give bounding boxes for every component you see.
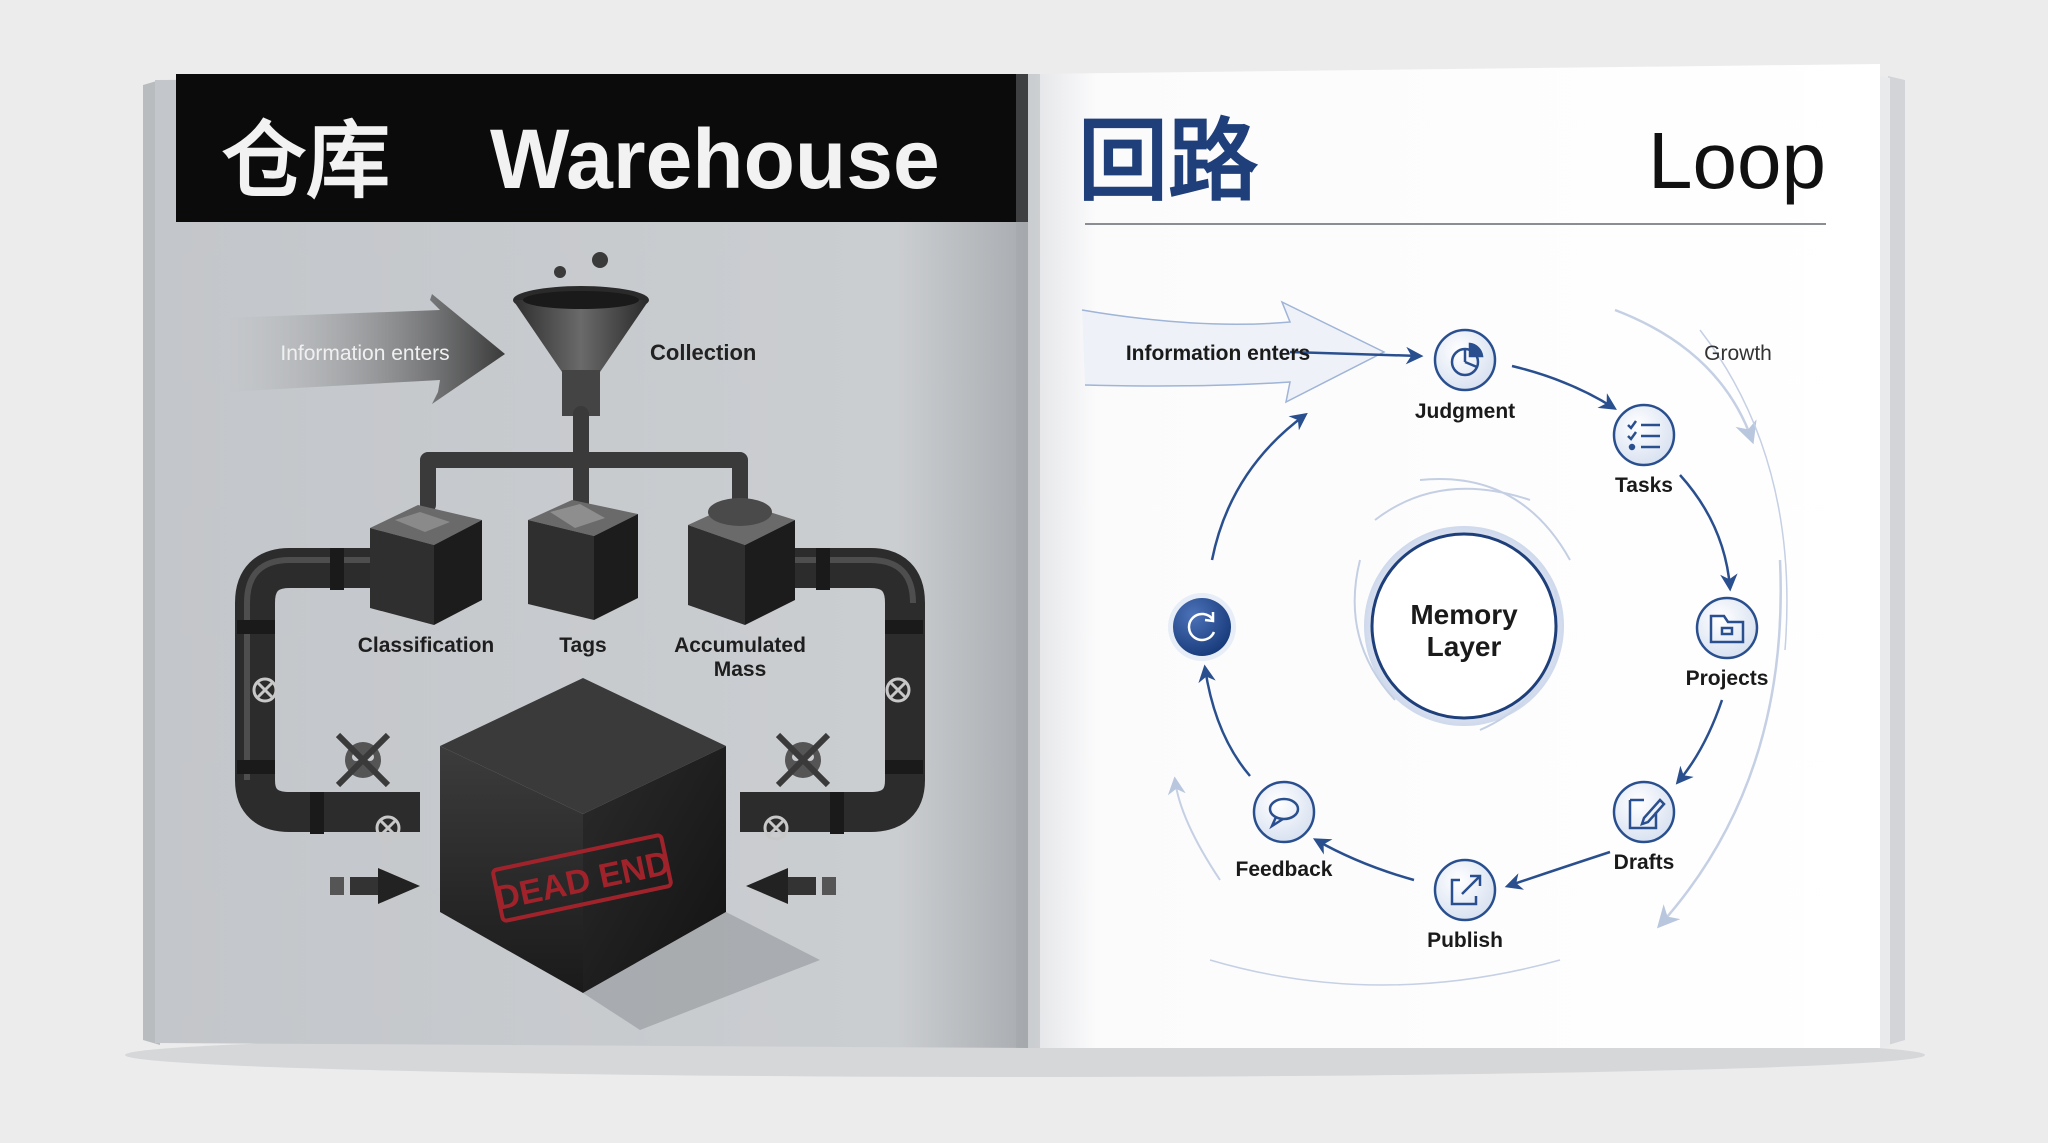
growth-swirls xyxy=(1167,308,1788,986)
warehouse-diagram: Information enters Collection xyxy=(225,252,925,1030)
speech-bubble-icon xyxy=(1268,797,1300,830)
left-title-zh: 仓库 xyxy=(222,112,390,210)
feedback-label: Feedback xyxy=(1236,858,1333,881)
book-spine xyxy=(1016,74,1040,1048)
tags-box xyxy=(528,500,638,620)
drafts-node xyxy=(1612,780,1676,844)
external-link-icon xyxy=(1450,874,1482,906)
left-title-en: Warehouse xyxy=(490,112,940,206)
publish-node xyxy=(1433,858,1497,922)
memory-label-line2: Layer xyxy=(1427,631,1502,662)
push-arrow-right xyxy=(746,868,836,904)
classification-box xyxy=(370,505,482,625)
skull-crossed-icon xyxy=(335,732,391,788)
loop-diagram: Information enters Growth Memory Layer xyxy=(1081,300,1788,986)
drafts-label: Drafts xyxy=(1614,851,1675,874)
judgment-node xyxy=(1433,328,1497,392)
push-arrow-left xyxy=(330,868,420,904)
tasks-label: Tasks xyxy=(1615,474,1673,497)
right-title-en: Loop xyxy=(1648,116,1826,205)
memory-label-line1: Memory xyxy=(1410,599,1518,630)
feedback-node xyxy=(1252,780,1316,844)
left-information-enters-label: Information enters xyxy=(280,342,449,365)
bubble xyxy=(554,266,566,278)
accumulated-label-line2: Mass xyxy=(714,658,767,681)
dead-end-cube xyxy=(440,678,820,1030)
projects-label: Projects xyxy=(1686,667,1769,690)
publish-label: Publish xyxy=(1427,929,1503,952)
tasks-node xyxy=(1612,403,1676,467)
right-title-zh: 回路 xyxy=(1078,109,1259,214)
edit-document-icon xyxy=(1628,798,1666,830)
projects-node xyxy=(1695,596,1759,660)
accumulated-mass-box xyxy=(688,498,795,625)
checklist-icon xyxy=(1627,420,1660,451)
collection-label: Collection xyxy=(650,340,756,365)
classification-label: Classification xyxy=(358,634,495,657)
blocked-marker-icon xyxy=(252,677,911,841)
loop-return-node xyxy=(1168,593,1236,661)
bubble xyxy=(592,252,608,268)
refresh-icon xyxy=(1187,612,1216,642)
judgment-label: Judgment xyxy=(1415,400,1515,423)
accumulated-label-line1: Accumulated xyxy=(674,634,806,657)
right-return-pipe xyxy=(740,548,925,834)
tags-label: Tags xyxy=(559,634,606,657)
pie-chart-icon xyxy=(1450,342,1484,377)
left-header-band xyxy=(176,74,1028,222)
loop-connectors xyxy=(1198,364,1738,890)
right-information-enters-label: Information enters xyxy=(1126,342,1310,365)
right-information-enters-arrow xyxy=(1081,300,1424,404)
growth-label: Growth xyxy=(1704,342,1772,365)
skull-crossed-icon xyxy=(775,732,831,788)
distribution-pipes xyxy=(420,406,748,513)
folder-icon xyxy=(1709,614,1745,644)
memory-layer: Memory Layer xyxy=(1364,526,1564,726)
information-enters-arrow xyxy=(225,294,505,404)
